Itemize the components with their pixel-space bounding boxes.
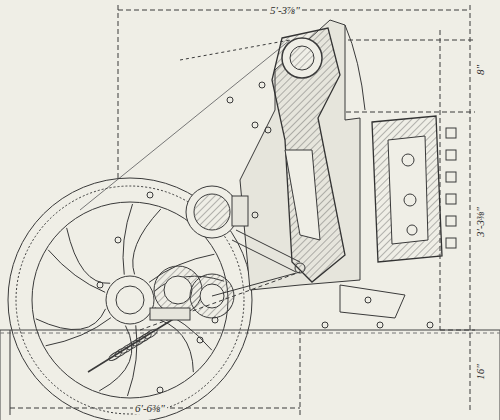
- bolt-hole: [227, 97, 233, 103]
- spoke: [46, 318, 111, 346]
- bolt-head: [446, 172, 456, 182]
- bolt-hole: [97, 282, 103, 288]
- bolt-hole: [252, 122, 258, 128]
- spoke: [67, 228, 110, 283]
- bolt-hole: [115, 237, 121, 243]
- spoke: [123, 204, 133, 275]
- bolt-hole: [259, 82, 265, 88]
- dimension-label: 16": [474, 362, 486, 382]
- dimension-label: 3'-3⅜": [474, 205, 486, 239]
- dimension-label: 6'-6⅜": [133, 402, 167, 414]
- bolt-hole: [147, 192, 153, 198]
- bolt-hole: [377, 322, 383, 328]
- bolt-hole: [197, 337, 203, 343]
- bolt-hole: [157, 387, 163, 393]
- spoke: [48, 250, 105, 292]
- spoke: [127, 325, 137, 396]
- bolt-hole: [265, 127, 271, 133]
- dimension-label: 5'-3⅞": [268, 4, 302, 16]
- dimension-label: 8": [474, 63, 486, 77]
- bolt-hole: [252, 212, 258, 218]
- bolt-head: [446, 216, 456, 226]
- bolt-hole: [427, 322, 433, 328]
- bolt-head: [446, 150, 456, 160]
- bolt-hole: [322, 322, 328, 328]
- spoke: [36, 309, 106, 330]
- bolt-head: [446, 194, 456, 204]
- spoke: [99, 326, 132, 391]
- spring-coil: [143, 328, 158, 341]
- bolt-head: [446, 238, 456, 248]
- bolt-head: [446, 128, 456, 138]
- spoke: [133, 209, 161, 274]
- bolt-hole: [212, 317, 218, 323]
- spoke: [150, 317, 193, 372]
